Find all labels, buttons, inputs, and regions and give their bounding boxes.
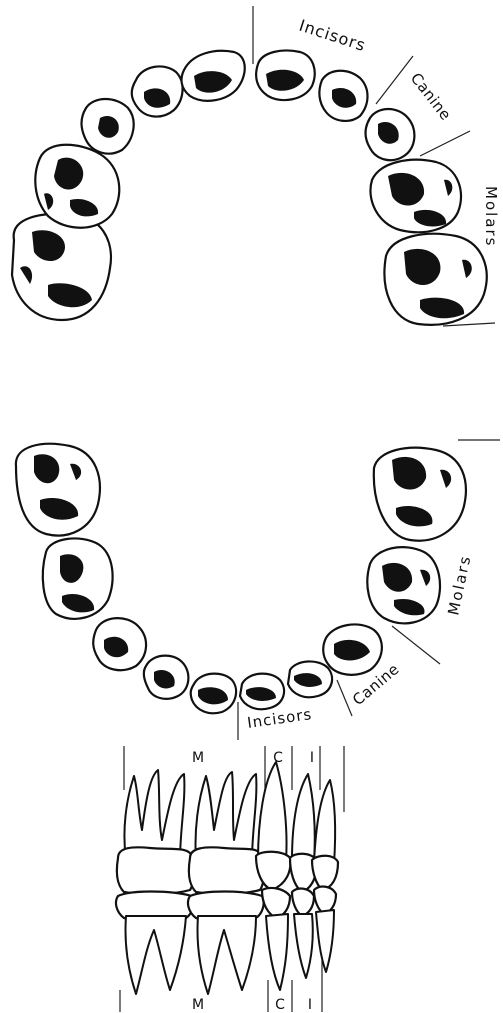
lower-left-molar-2 <box>16 444 100 536</box>
lower-left-incisor <box>191 674 236 714</box>
side-upper-incisor-1 <box>290 774 316 892</box>
side-bottom-molars-label: M <box>192 997 204 1013</box>
side-lower-canine <box>262 888 290 990</box>
lower-right-canine <box>323 624 382 674</box>
lower-left-molar-1 <box>43 538 113 618</box>
lower-left-premolar-1 <box>144 656 189 699</box>
upper-left-premolar-2 <box>82 99 134 154</box>
lower-right-molar-1 <box>367 547 440 623</box>
side-lower-incisor-1 <box>292 889 314 978</box>
side-upper-molar-1 <box>117 770 194 894</box>
upper-right-incisor-lateral <box>319 71 367 121</box>
side-lower-incisor-2 <box>314 887 336 972</box>
lower-incisor-canine-divider <box>337 680 352 716</box>
upper-arch: Incisors Canine Molars <box>12 6 500 326</box>
upper-right-molar-1 <box>370 160 461 233</box>
side-lower-molar-2 <box>188 892 264 995</box>
lower-right-incisor <box>240 674 284 710</box>
upper-left-molar-1 <box>35 145 119 228</box>
side-upper-canine <box>256 762 290 890</box>
side-top-canine-label: C <box>273 750 283 766</box>
lower-left-premolar-2 <box>93 618 146 670</box>
upper-left-molar-2 <box>12 214 111 320</box>
lower-canine-molar-divider <box>392 626 440 664</box>
upper-molars-label: Molars <box>482 186 500 247</box>
side-top-molars-label: M <box>192 750 204 766</box>
side-bottom-incisors-label: I <box>308 997 312 1013</box>
upper-left-premolar-1 <box>132 66 183 116</box>
upper-right-canine <box>366 109 415 160</box>
upper-left-incisor-lateral <box>182 51 245 101</box>
lower-right-incisor-lateral <box>288 661 332 697</box>
upper-incisors-label: Incisors <box>297 16 369 55</box>
upper-right-incisor-central <box>256 51 315 101</box>
side-top-incisors-label: I <box>310 750 314 766</box>
upper-canine-molar-divider <box>420 131 470 156</box>
upper-right-molar-2 <box>384 234 486 325</box>
lower-molars-label: Molars <box>444 553 474 617</box>
side-lower-molar-1 <box>116 892 194 995</box>
side-upper-incisor-2 <box>312 780 338 890</box>
side-upper-molar-2 <box>189 772 264 894</box>
upper-canine-label: Canine <box>407 69 455 123</box>
lower-right-molar-2 <box>374 448 466 541</box>
lower-arch: Molars Canine Incisors <box>16 440 500 740</box>
side-bottom-canine-label: C <box>275 997 285 1013</box>
side-view-dentition: M C I M C I <box>116 746 344 1013</box>
